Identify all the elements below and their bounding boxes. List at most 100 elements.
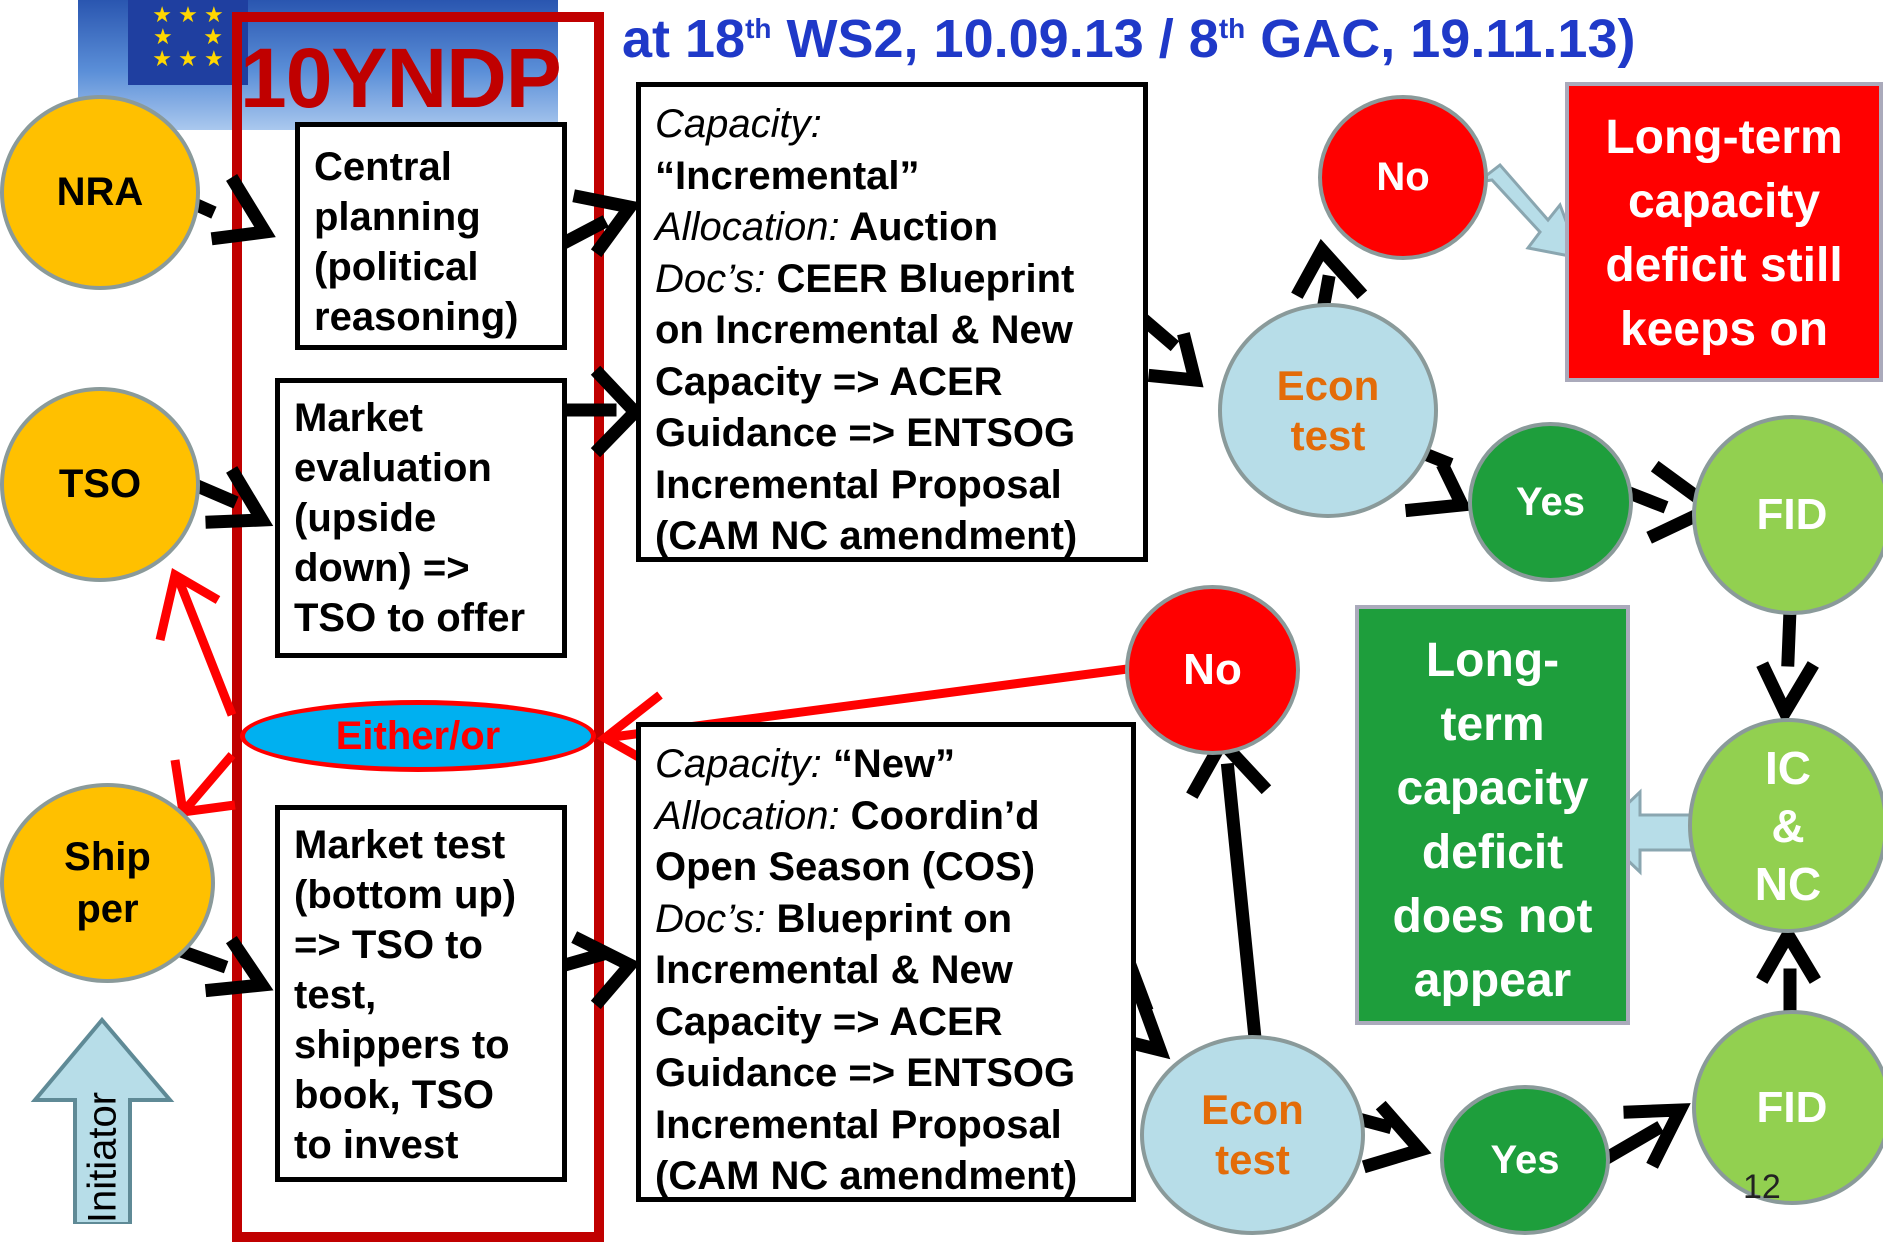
page-number: 12 [1743,1168,1781,1206]
either-or-node: Either/or [240,700,596,772]
arrow-central-incremental [551,189,642,258]
econ-test-node-upper: Econ test [1218,303,1438,518]
econ-test-label: test [1290,411,1366,459]
market-evaluation-line: evaluation [294,446,492,490]
deficit-not-appear-line: capacity [1396,762,1589,815]
ic-nc-label: NC [1754,857,1822,910]
new-docs-label: Doc’s: [655,896,766,941]
market-test-line: (bottom up) [294,873,517,917]
new-allocation-label: Allocation: [655,793,840,838]
deficit-not-appear-line: term [1440,698,1545,751]
tso-node: TSO [0,387,200,582]
deficit-keeps-on-line: Long-term [1605,111,1843,164]
new-capacity-label: Capacity: [655,742,822,786]
central-planning-line: (political [314,245,479,289]
market-test-line: book, TSO [294,1073,494,1117]
econ-test-label: Econ [1276,361,1380,409]
yes-node-lower: Yes [1440,1085,1610,1235]
incremental-allocation-value: Auction [839,205,999,249]
initiator-label: Initiator [80,1091,125,1224]
incremental-docs-line: Capacity => ACER [655,359,1003,404]
new-docs-line: (CAM NC amendment) [655,1154,1078,1198]
eu-flag-icon: ★ ★ ★★ ★★ ★ ★ [128,0,248,85]
incremental-capacity-box: Capacity: “Incremental” Allocation: Auct… [636,82,1148,562]
arrow-fid2-icnc [1756,922,1821,1012]
arrow-shipper-markettest [169,935,274,998]
incremental-docs-line: Guidance => ENTSOG [655,411,1076,455]
deficit-not-appear-line: deficit [1421,826,1564,879]
market-evaluation-line: down) => [294,546,470,590]
incremental-allocation-label: Allocation: [655,205,840,249]
incremental-docs-label: Doc’s: [655,256,766,301]
deficit-not-appear-line: appear [1413,954,1572,1007]
new-docs-line: Capacity => ACER [655,999,1003,1044]
fid-node-lower: FID [1692,1010,1883,1205]
incremental-capacity-value: “Incremental” [655,153,920,198]
market-test-line: Market test [294,823,506,867]
econ-test-label: test [1215,1136,1290,1183]
deficit-keeps-on-box: Long-term capacity deficit still keeps o… [1565,82,1883,382]
new-capacity-box: Capacity: “New” Allocation: Coordin’d Op… [636,722,1136,1202]
initiator-arrow [30,1016,175,1224]
shipper-label-1: Ship [64,835,151,879]
yes-label-lower: Yes [1490,1137,1560,1182]
deficit-keeps-on-line: keeps on [1619,303,1829,356]
nra-node: NRA [0,95,200,290]
arrow-econ2-no [1186,731,1272,1046]
econ-test-label: Econ [1201,1086,1304,1133]
deficit-not-appear-box: Long- term capacity deficit does not app… [1355,605,1630,1025]
ic-nc-label: IC [1765,741,1811,794]
fid-label-lower: FID [1756,1082,1828,1132]
market-test-line: test, [294,973,377,1017]
yes-label-upper: Yes [1516,479,1585,524]
market-evaluation-line: TSO to offer [294,596,526,640]
market-test-box: Market test (bottom up) => TSO to test, … [275,805,567,1182]
incremental-docs-value: CEER Blueprint [765,256,1075,301]
arrow-incremental-econ1 [1132,308,1204,388]
central-planning-line: reasoning) [314,295,519,339]
arrow-yes-fid2 [1603,1103,1691,1169]
new-docs-value: Blueprint on [765,896,1013,941]
no-node-upper: No [1318,95,1488,260]
ic-nc-label: & [1771,799,1805,852]
new-allocation-line: Open Season (COS) [655,845,1036,889]
no-label-lower: No [1183,645,1242,694]
ic-nc-node: IC & NC [1688,718,1883,933]
tso-label: TSO [58,462,142,506]
new-docs-line: Incremental & New [655,948,1013,992]
no-label-upper: No [1376,155,1430,199]
arrow-markettest-new [556,931,641,1010]
arrow-eitheror-shipper [170,752,236,818]
nra-label: NRA [56,170,144,214]
incremental-docs-line: on Incremental & New [655,308,1073,352]
new-docs-line: Guidance => ENTSOG [655,1051,1076,1095]
either-or-label: Either/or [335,713,501,758]
deficit-keeps-on-line: capacity [1627,175,1821,228]
deficit-keeps-on-line: deficit still [1605,239,1843,292]
arrow-eitheror-tso [155,568,237,717]
market-test-line: => TSO to [294,923,483,967]
econ-test-node-lower: Econ test [1140,1035,1365,1235]
fid-label-upper: FID [1756,490,1828,539]
incremental-docs-line: Incremental Proposal [655,462,1062,507]
new-allocation-value: Coordin’d [839,793,1040,838]
no-node-lower: No [1125,585,1300,755]
tyndp-label: 10YNDP [240,31,562,125]
market-test-line: shippers to [294,1023,510,1067]
fid-node-upper: FID [1692,415,1883,615]
new-docs-line: Incremental Proposal [655,1102,1062,1147]
arrow-fid1-icnc [1756,603,1819,726]
new-capacity-value: “New” [821,742,956,786]
page-title: at 18th WS2, 10.09.13 / 8th GAC, 19.11.1… [622,9,1636,69]
shipper-label-2: per [76,887,139,931]
deficit-not-appear-line: Long- [1425,634,1560,687]
deficit-not-appear-line: does not [1392,890,1593,943]
arrow-tso-evaluation [186,466,274,529]
market-evaluation-line: (upside [294,496,437,540]
incremental-docs-line: (CAM NC amendment) [655,514,1078,558]
yes-node-upper: Yes [1468,422,1633,582]
incremental-capacity-label: Capacity: [655,102,822,146]
central-planning-line: planning [314,195,481,239]
market-evaluation-box: Market evaluation (upside down) => TSO t… [275,378,567,658]
market-test-line: to invest [294,1123,459,1167]
